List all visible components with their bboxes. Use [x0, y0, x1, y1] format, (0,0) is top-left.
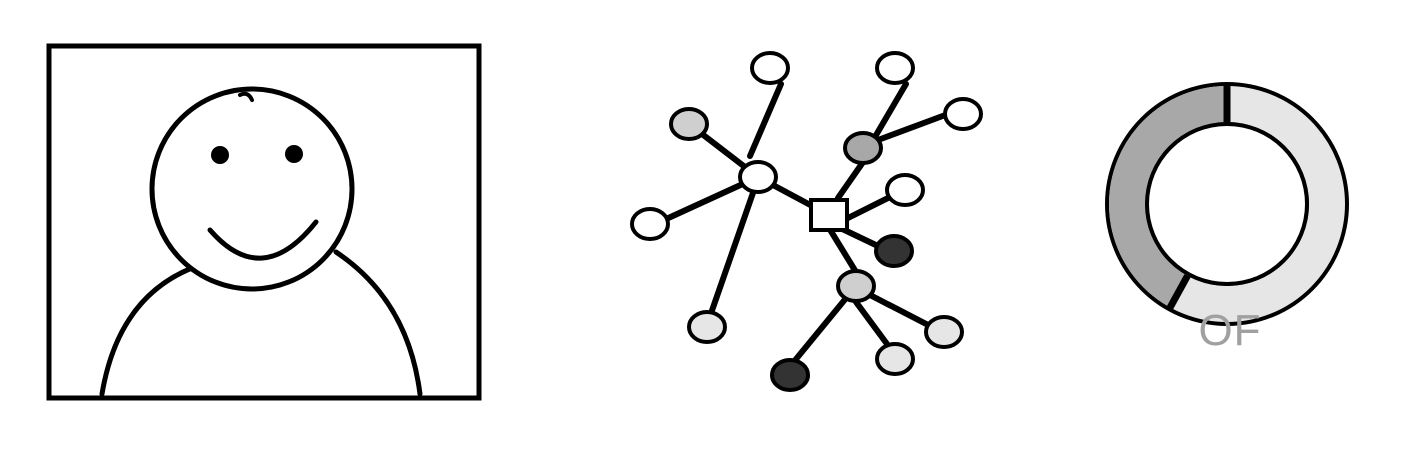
- network-edge: [869, 81, 909, 145]
- network-center-node: [809, 198, 849, 232]
- network-node: [630, 207, 670, 241]
- avatar-left-shoulder: [99, 265, 195, 397]
- network-edge: [875, 111, 951, 143]
- network-node: [924, 315, 964, 349]
- network-node: [875, 342, 915, 376]
- network-edge: [853, 299, 893, 351]
- network-hub-node: [738, 160, 778, 194]
- donut-progress-icon: [1105, 82, 1349, 326]
- network-edge: [747, 81, 784, 159]
- avatar-right-eye: [285, 145, 303, 163]
- network-node: [875, 51, 915, 85]
- avatar-left-eye: [211, 146, 229, 164]
- network-edge: [867, 292, 935, 330]
- network-node: [885, 173, 925, 207]
- avatar-right-shoulder: [333, 249, 423, 397]
- ring-label: OF: [1198, 306, 1262, 355]
- network-node: [874, 234, 914, 268]
- progress-ring: OF: [1080, 0, 1380, 456]
- person-placeholder-icon: [46, 43, 482, 401]
- network-nodes: [630, 51, 983, 392]
- network-graph-icon: [630, 51, 983, 392]
- avatar-hair-tick: [238, 91, 254, 102]
- network-edge: [705, 187, 757, 325]
- network-edge: [826, 225, 859, 275]
- ring-hole: [1149, 126, 1305, 282]
- network-graph: [600, 0, 1020, 456]
- network-node: [770, 358, 810, 392]
- network-node: [687, 310, 727, 344]
- network-node: [750, 51, 790, 85]
- network-hub-node: [836, 269, 876, 303]
- network-node: [943, 97, 983, 131]
- avatar-smile: [207, 219, 319, 261]
- avatar-placeholder: [0, 0, 520, 456]
- network-node: [843, 131, 883, 165]
- network-node: [669, 107, 709, 141]
- ring-end-tick: [1166, 274, 1191, 311]
